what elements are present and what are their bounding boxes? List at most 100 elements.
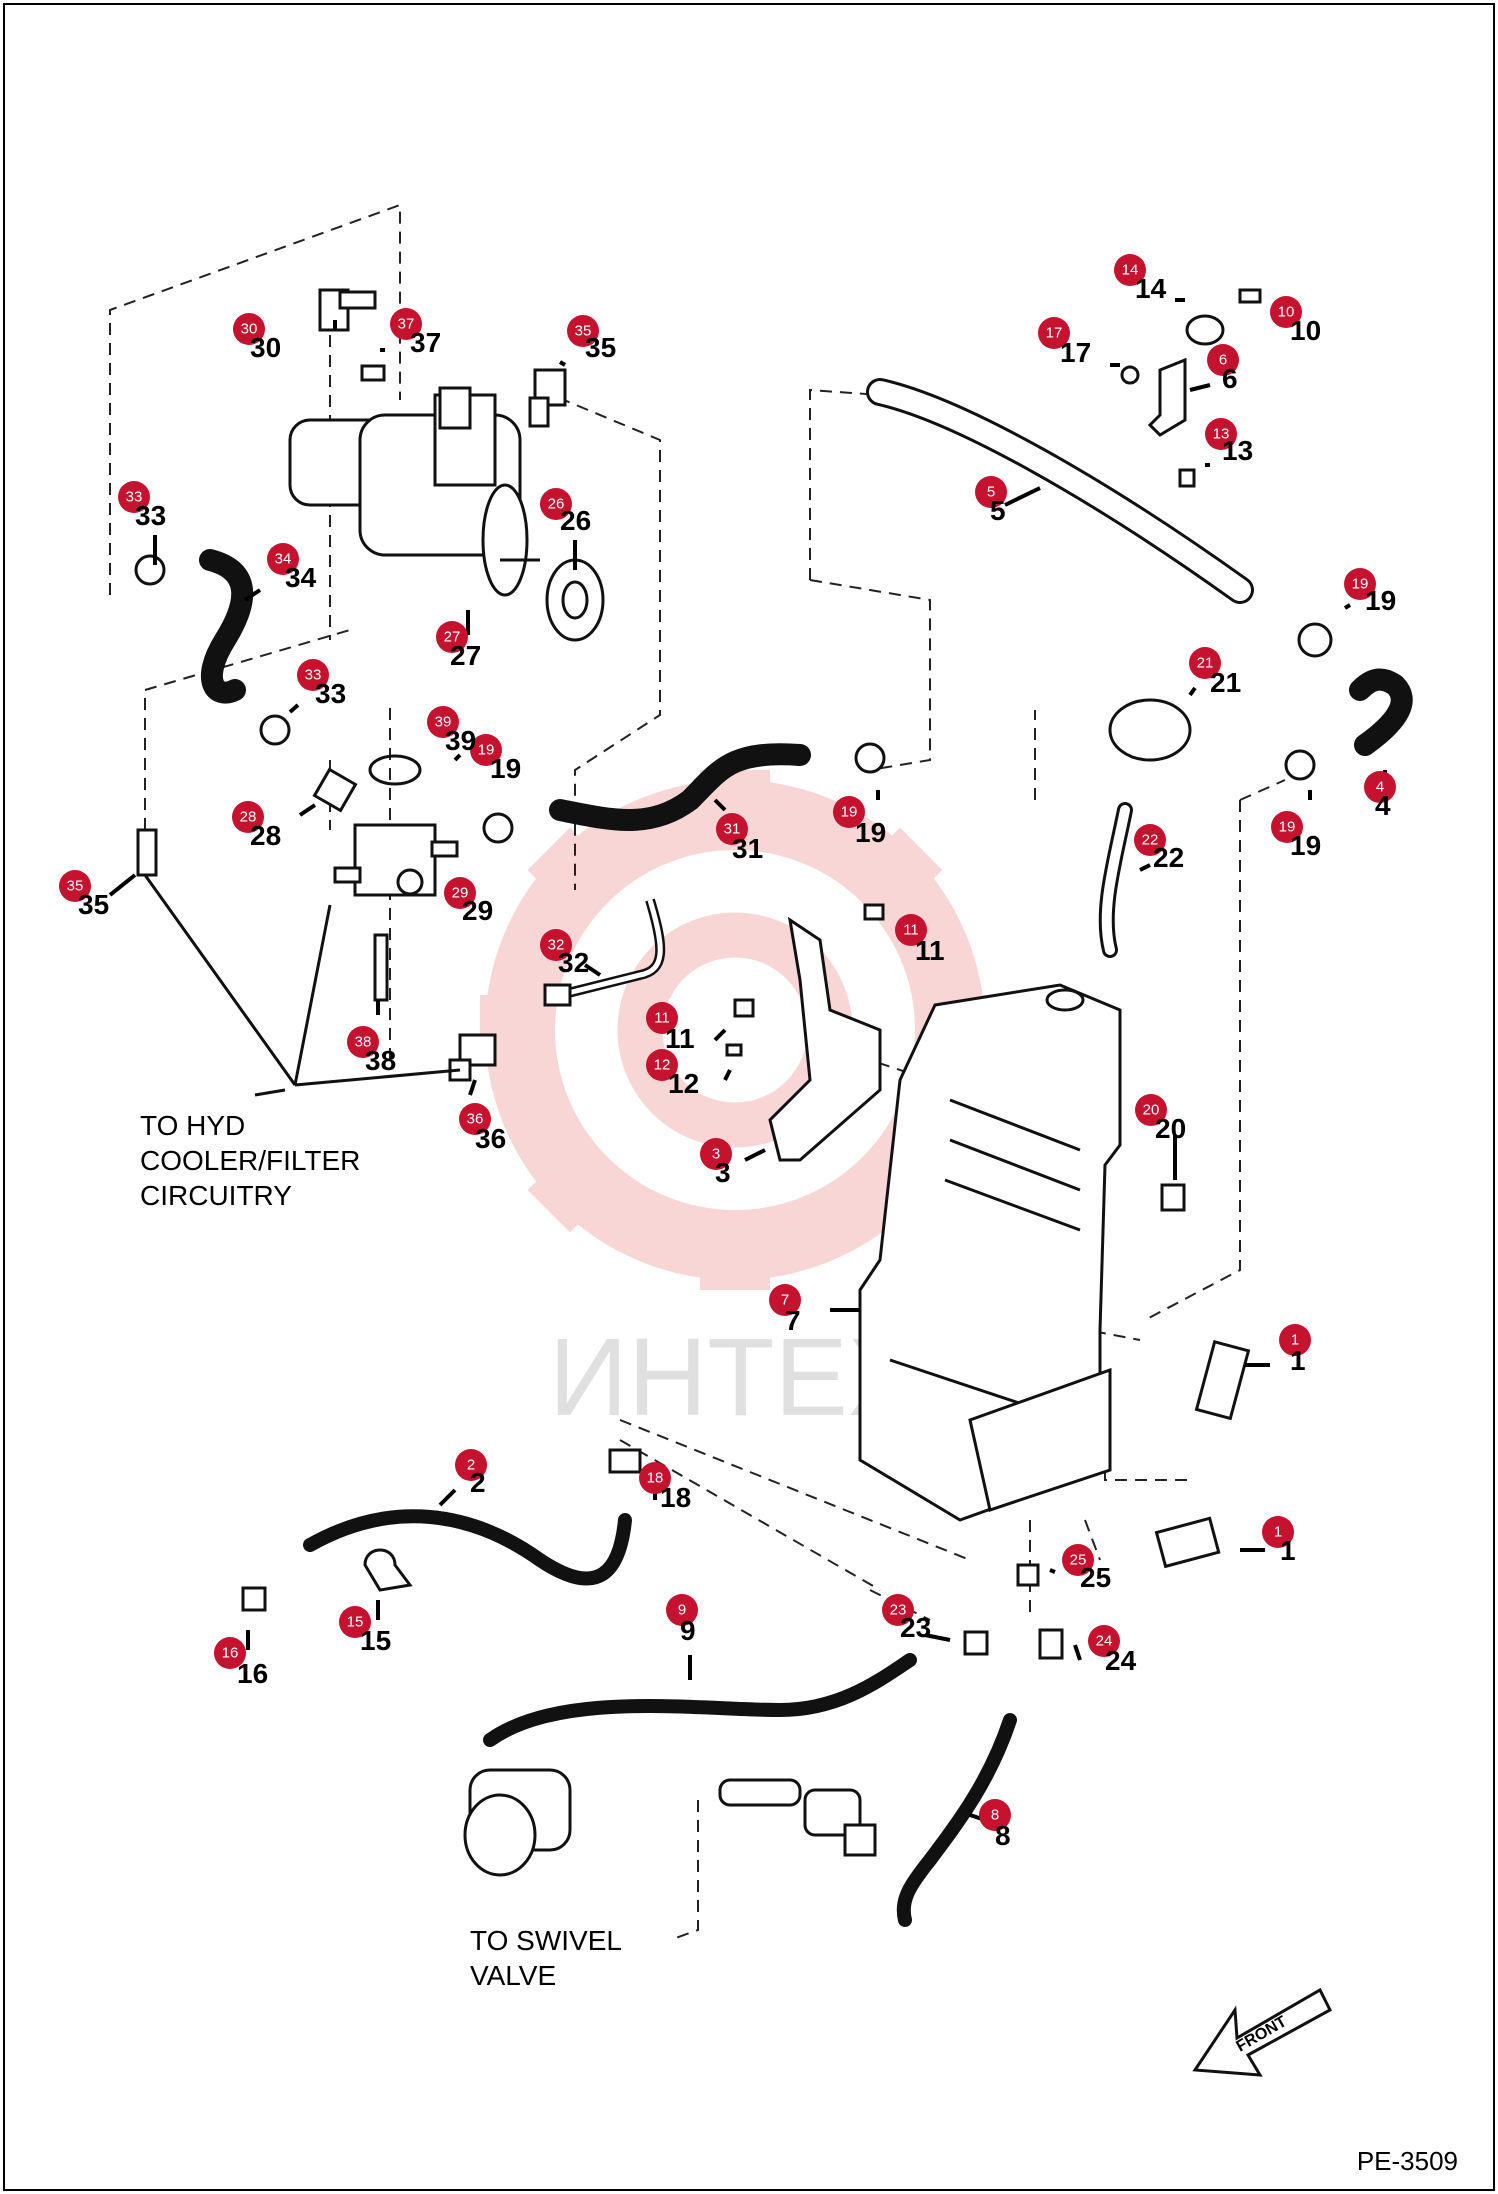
callout-38[interactable]: 38 38 — [347, 1026, 396, 1076]
callout-33-mid-label: 33 — [315, 678, 346, 709]
elbow-fitting-35-top — [528, 368, 567, 428]
callout-11-upper[interactable]: 11 11 — [895, 914, 945, 966]
callout-1-lower-label: 1 — [1280, 1535, 1296, 1566]
callout-17-bubble-text: 17 — [1046, 325, 1063, 342]
callout-24[interactable]: 24 24 — [1088, 1625, 1137, 1676]
callout-4[interactable]: 4 4 — [1364, 771, 1396, 821]
callout-7-label: 7 — [785, 1305, 801, 1336]
callout-35-top[interactable]: 35 35 — [567, 315, 616, 363]
callout-19-c-bubble-text: 19 — [1279, 819, 1296, 836]
callout-37[interactable]: 37 37 — [390, 308, 441, 358]
callout-11-lower[interactable]: 11 11 — [646, 1002, 695, 1054]
callout-19-b-bubble-text: 19 — [841, 804, 858, 821]
callout-20[interactable]: 20 20 — [1135, 1094, 1186, 1144]
note-to-swivel-line1: TO SWIVEL — [470, 1925, 622, 1956]
callout-19-b[interactable]: 19 19 — [833, 796, 886, 848]
callout-1-upper[interactable]: 1 1 — [1279, 1324, 1311, 1376]
callout-1-lower[interactable]: 1 1 — [1262, 1516, 1296, 1566]
page-border — [3, 3, 1495, 2191]
callout-8-label: 8 — [995, 1820, 1011, 1851]
callout-19-a[interactable]: 19 19 — [1344, 568, 1396, 616]
callout-9[interactable]: 9 9 — [666, 1594, 698, 1646]
callout-11-upper-label: 11 — [915, 935, 945, 966]
callout-31[interactable]: 31 31 — [716, 813, 763, 864]
callout-23-bubble-text: 23 — [890, 1602, 907, 1619]
callout-33-mid[interactable]: 33 33 — [297, 659, 346, 709]
callout-9-bubble-text: 9 — [678, 1602, 686, 1619]
callout-2[interactable]: 2 2 — [455, 1449, 487, 1498]
hydrostatic-pump — [288, 386, 540, 597]
plug-20 — [1160, 1183, 1186, 1212]
callout-38-bubble-text: 38 — [355, 1034, 372, 1051]
callout-25-bubble-text: 25 — [1070, 1552, 1087, 1569]
callout-18[interactable]: 18 18 — [639, 1462, 691, 1513]
callout-24-bubble-text: 24 — [1096, 1633, 1113, 1650]
callout-30[interactable]: 30 30 — [233, 313, 281, 363]
callout-18-bubble-text: 18 — [647, 1470, 664, 1487]
callout-1-upper-bubble-text: 1 — [1291, 1332, 1299, 1349]
callout-22[interactable]: 22 22 — [1134, 824, 1184, 873]
callout-25[interactable]: 25 25 — [1062, 1544, 1111, 1593]
callout-8[interactable]: 8 8 — [979, 1799, 1011, 1851]
callout-10-label: 10 — [1290, 315, 1321, 346]
callout-2-bubble-text: 2 — [467, 1457, 475, 1474]
callout-14[interactable]: 14 14 — [1114, 254, 1167, 304]
callout-5-bubble-text: 5 — [987, 484, 995, 501]
callout-34-label: 34 — [285, 562, 317, 593]
filler-cap-21 — [1108, 698, 1192, 762]
callout-36[interactable]: 36 36 — [459, 1103, 506, 1154]
callout-39-label: 39 — [445, 725, 476, 756]
note-to-hyd: TO HYD COOLER/FILTER CIRCUITRY — [140, 874, 461, 1211]
callout-15[interactable]: 15 15 — [339, 1606, 391, 1656]
callout-3-bubble-text: 3 — [712, 1146, 720, 1163]
callout-28[interactable]: 28 28 — [232, 801, 281, 851]
callout-19-d[interactable]: 19 19 — [470, 734, 521, 784]
callout-33-top[interactable]: 33 33 — [118, 481, 166, 531]
clamp-19-right — [854, 742, 886, 774]
clamp-15 — [363, 1548, 413, 1592]
callout-35-left[interactable]: 35 35 — [59, 870, 109, 920]
callout-23[interactable]: 23 23 — [882, 1594, 931, 1643]
callout-5[interactable]: 5 5 — [975, 476, 1007, 526]
decal-1-upper — [1194, 1339, 1251, 1421]
callout-26[interactable]: 26 26 — [540, 488, 591, 536]
callout-13[interactable]: 13 13 — [1205, 418, 1253, 466]
callout-16[interactable]: 16 16 — [214, 1637, 268, 1689]
drawing-code: PE-3509 — [1357, 2146, 1458, 2176]
callout-32[interactable]: 32 32 — [540, 929, 589, 978]
assembly-dashed-lines — [109, 203, 1286, 1941]
callout-29[interactable]: 29 29 — [444, 877, 493, 926]
callout-34[interactable]: 34 34 — [267, 543, 317, 593]
callout-32-label: 32 — [558, 947, 589, 978]
callout-13-label: 13 — [1222, 435, 1253, 466]
callout-33-top-label: 33 — [135, 500, 166, 531]
decal-1-lower — [1154, 1516, 1221, 1569]
callout-26-label: 26 — [560, 505, 591, 536]
callout-1-upper-label: 1 — [1290, 1345, 1306, 1376]
callout-3[interactable]: 3 3 — [700, 1138, 732, 1188]
callout-7[interactable]: 7 7 — [769, 1284, 801, 1336]
clamp-33-top — [134, 554, 166, 586]
callout-14-label: 14 — [1135, 273, 1167, 304]
callout-28-label: 28 — [250, 820, 281, 851]
callout-19-c[interactable]: 19 19 — [1271, 811, 1321, 861]
callout-3-label: 3 — [715, 1157, 731, 1188]
callout-22-label: 22 — [1153, 842, 1184, 873]
hose-34 — [199, 549, 254, 704]
callout-35-left-bubble-text: 35 — [67, 878, 84, 895]
callout-16-bubble-text: 16 — [222, 1645, 239, 1662]
callout-21[interactable]: 21 21 — [1189, 647, 1241, 698]
callout-27[interactable]: 27 27 — [436, 621, 481, 671]
callout-17[interactable]: 17 17 — [1038, 317, 1091, 368]
callout-13-bubble-text: 13 — [1213, 426, 1230, 443]
callout-5-label: 5 — [990, 495, 1006, 526]
callout-6-label: 6 — [1222, 363, 1238, 394]
callout-14-bubble-text: 14 — [1122, 262, 1139, 279]
callout-10[interactable]: 10 10 — [1270, 296, 1321, 346]
callout-6[interactable]: 6 6 — [1207, 344, 1239, 394]
callout-39[interactable]: 39 39 — [427, 706, 476, 756]
callout-12-label: 12 — [668, 1068, 699, 1099]
callout-36-label: 36 — [475, 1123, 506, 1154]
callout-12[interactable]: 12 12 — [646, 1049, 699, 1099]
